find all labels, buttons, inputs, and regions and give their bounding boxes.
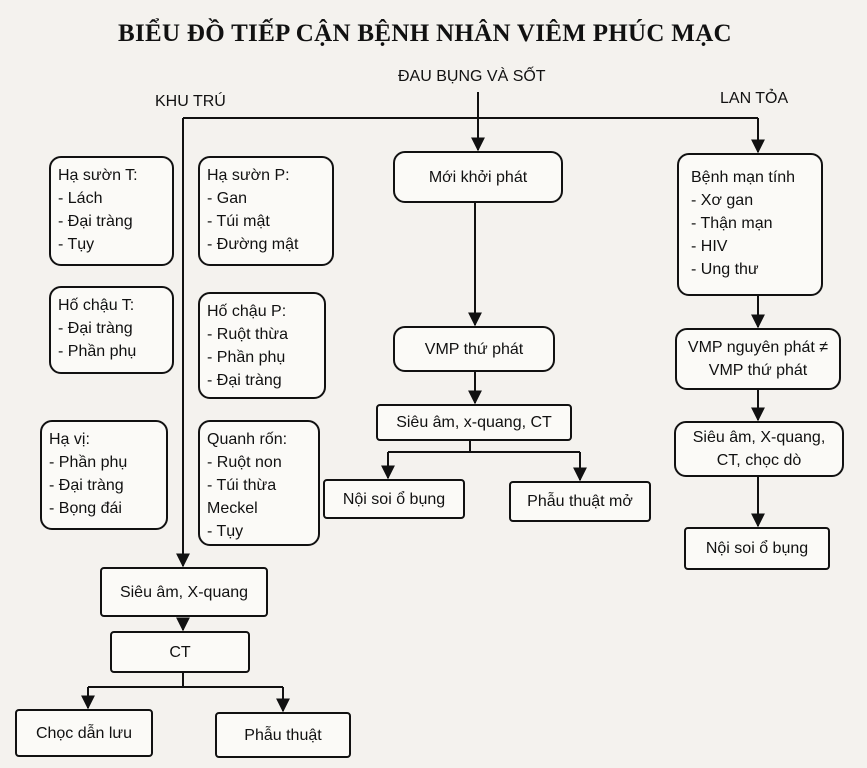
region-item: Đường mật xyxy=(207,233,326,256)
center-imaging-label: Siêu âm, x-quang, CT xyxy=(396,414,552,431)
region-item: Ruột thừa xyxy=(207,323,318,346)
region-left-iliac-fossa: Hố chậu T: Đại tràng Phần phụ xyxy=(49,286,174,374)
new-onset-box: Mới khởi phát xyxy=(393,151,563,203)
left-imaging-label: Siêu âm, X-quang xyxy=(119,583,249,601)
chronic-item: Thận mạn xyxy=(691,212,815,235)
primary-peritonitis-box: VMP nguyên phát ≠ VMP thứ phát xyxy=(675,328,841,390)
secondary-peritonitis-box: VMP thứ phát xyxy=(393,326,555,372)
right-laparoscopy-label: Nội soi ổ bụng xyxy=(705,540,809,557)
right-imaging-line2: CT, chọc dò xyxy=(716,452,802,469)
region-title: Hạ vị: xyxy=(49,431,90,448)
region-item: Đại tràng xyxy=(207,369,318,392)
region-title: Hạ sườn P: xyxy=(207,167,290,184)
branch-left-label: KHU TRÚ xyxy=(155,93,226,110)
secondary-peritonitis-label: VMP thứ phát xyxy=(424,340,524,358)
left-surgery-box: Phẫu thuật xyxy=(215,712,351,758)
right-imaging-box: Siêu âm, X-quang, CT, chọc dò xyxy=(674,421,844,477)
left-imaging-box: Siêu âm, X-quang xyxy=(100,567,268,617)
region-item: Đại tràng xyxy=(58,317,166,340)
primary-peritonitis-line2: VMP thứ phát xyxy=(708,362,808,379)
chronic-item: Ung thư xyxy=(691,258,815,281)
region-item: Gan xyxy=(207,187,326,210)
region-item: Đại tràng xyxy=(49,474,160,497)
center-laparoscopy-label: Nội soi ổ bụng xyxy=(342,490,446,508)
region-right-upper-quadrant: Hạ sườn P: Gan Túi mật Đường mật xyxy=(198,156,334,266)
region-title: Hạ sườn T: xyxy=(58,167,138,184)
chronic-disease-box: Bệnh mạn tính Xơ gan Thận mạn HIV Ung th… xyxy=(677,153,823,296)
right-laparoscopy-box: Nội soi ổ bụng xyxy=(684,527,830,570)
new-onset-label: Mới khởi phát xyxy=(428,168,528,186)
region-item: Bọng đái xyxy=(49,497,160,520)
region-item: Lách xyxy=(58,187,166,210)
region-item: Ruột non xyxy=(207,451,312,474)
region-title: Hố chậu P: xyxy=(207,303,287,320)
region-item: Túi mật xyxy=(207,210,326,233)
left-ct-label: CT xyxy=(169,643,191,661)
drainage-box: Chọc dẫn lưu xyxy=(15,709,153,757)
region-item: Đại tràng xyxy=(58,210,166,233)
region-item: Tụy xyxy=(207,520,312,543)
chronic-item: Xơ gan xyxy=(691,189,815,212)
primary-peritonitis-line1: VMP nguyên phát ≠ xyxy=(687,339,829,356)
root-label: ĐAU BỤNG VÀ SỐT xyxy=(398,68,546,85)
open-surgery-box: Phẫu thuật mở xyxy=(509,481,651,522)
region-item: Phần phụ xyxy=(58,340,166,363)
left-surgery-label: Phẫu thuật xyxy=(244,726,322,744)
center-laparoscopy-box: Nội soi ổ bụng xyxy=(323,479,465,519)
region-periumbilical: Quanh rốn: Ruột non Túi thừa Meckel Tụy xyxy=(198,420,320,546)
region-item: Phần phụ xyxy=(49,451,160,474)
region-title: Hố chậu T: xyxy=(58,297,135,314)
chronic-title: Bệnh mạn tính xyxy=(691,169,796,186)
region-item: Phần phụ xyxy=(207,346,318,369)
open-surgery-label: Phẫu thuật mở xyxy=(527,493,633,510)
page-title: BIỂU ĐỒ TIẾP CẬN BỆNH NHÂN VIÊM PHÚC MẠC xyxy=(118,20,732,47)
left-ct-box: CT xyxy=(110,631,250,673)
branch-right-label: LAN TỎA xyxy=(720,90,789,107)
region-hypogastric: Hạ vị: Phần phụ Đại tràng Bọng đái xyxy=(40,420,168,530)
right-imaging-line1: Siêu âm, X-quang, xyxy=(692,429,826,446)
region-left-upper-quadrant: Hạ sườn T: Lách Đại tràng Tụy xyxy=(49,156,174,266)
chronic-item: HIV xyxy=(691,235,815,258)
region-item: Túi thừa Meckel xyxy=(207,474,307,520)
drainage-label: Chọc dẫn lưu xyxy=(35,724,133,742)
region-right-iliac-fossa: Hố chậu P: Ruột thừa Phần phụ Đại tràng xyxy=(198,292,326,399)
region-item: Tụy xyxy=(58,233,166,256)
center-imaging-box: Siêu âm, x-quang, CT xyxy=(376,404,572,441)
region-title: Quanh rốn: xyxy=(207,431,288,448)
